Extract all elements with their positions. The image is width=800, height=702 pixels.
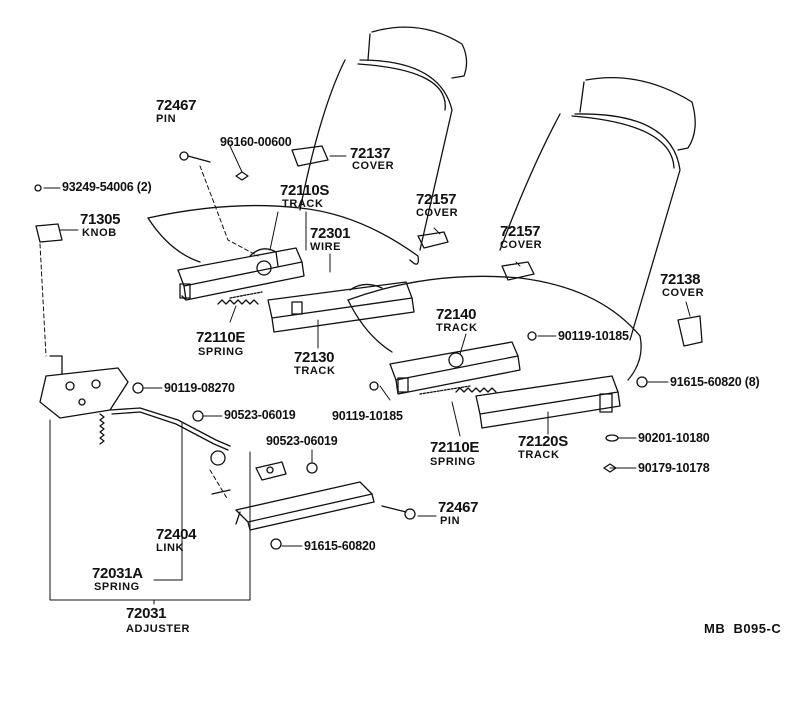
callout-72157-b-name: COVER	[500, 239, 543, 251]
callout-72137-name: COVER	[352, 160, 395, 172]
figure-reference: MB B095-C	[704, 621, 782, 636]
springs	[99, 299, 497, 445]
callout-71305-name: KNOB	[82, 227, 117, 239]
callout-72138-number: 72138	[660, 271, 701, 288]
callout-72404-name: LINK	[156, 542, 185, 554]
callout-72110s-name: TRACK	[282, 198, 324, 210]
callout-72110s-number: 72110S	[280, 182, 330, 199]
callout-72120s-name: TRACK	[518, 449, 560, 461]
callout-72140-name: TRACK	[436, 322, 478, 334]
callout-90523-06019-a: 90523-06019	[224, 408, 296, 422]
callout-72137-number: 72137	[350, 145, 391, 162]
callout-93249-54006: 93249-54006 (2)	[62, 180, 152, 194]
callout-72467-bottom-name: PIN	[440, 515, 461, 527]
callout-72130-number: 72130	[294, 349, 335, 366]
callout-72467-bottom-number: 72467	[438, 499, 479, 516]
callout-72138-name: COVER	[662, 287, 705, 299]
callout-72130-name: TRACK	[294, 365, 336, 377]
callout-90119-08270: 90119-08270	[164, 381, 235, 395]
callout-72157-b-number: 72157	[500, 223, 541, 240]
callout-96160-00600: 96160-00600	[220, 135, 292, 149]
front-seat-outline	[347, 77, 696, 381]
callout-91615-60820: 91615-60820	[304, 539, 376, 553]
hardware-parts	[34, 145, 703, 550]
callout-72031a-number: 72031A	[92, 565, 143, 582]
callout-72110e-a-name: SPRING	[198, 346, 244, 358]
callout-90523-06019-b: 90523-06019	[266, 434, 338, 448]
callout-72157-a-number: 72157	[416, 191, 457, 208]
callout-72120s-number: 72120S	[518, 433, 568, 450]
callout-72301-number: 72301	[310, 225, 351, 242]
leader-lines	[39, 145, 691, 605]
callout-72157-a-name: COVER	[416, 207, 459, 219]
callout-90119-10185-a: 90119-10185	[558, 329, 629, 343]
adjuster-bracket	[39, 355, 129, 419]
callout-72031-name: ADJUSTER	[126, 623, 191, 635]
callout-91615-60820-8: 91615-60820 (8)	[670, 375, 760, 389]
callout-90179-10178: 90179-10178	[638, 461, 710, 475]
rear-seat-outline	[147, 26, 468, 265]
callout-72301-name: WIRE	[310, 241, 342, 253]
lower-bracket	[211, 461, 375, 531]
callout-72467-top-number: 72467	[156, 97, 197, 114]
callout-72110e-a-number: 72110E	[196, 329, 246, 346]
callout-72404-number: 72404	[156, 526, 197, 543]
callout-71305-number: 71305	[80, 211, 121, 228]
callout-72467-top-name: PIN	[156, 113, 177, 125]
callout-72140-number: 72140	[436, 306, 477, 323]
front-track-assembly	[389, 341, 621, 429]
link-rod	[109, 407, 231, 466]
rear-track-assembly	[177, 247, 415, 333]
callout-72031-number: 72031	[126, 605, 167, 622]
callout-72110e-b-number: 72110E	[430, 439, 480, 456]
callout-90119-10185-b: 90119-10185	[332, 409, 403, 423]
callout-72031a-name: SPRING	[94, 581, 140, 593]
callout-90201-10180: 90201-10180	[638, 431, 710, 445]
callout-72110e-b-name: SPRING	[430, 456, 476, 468]
